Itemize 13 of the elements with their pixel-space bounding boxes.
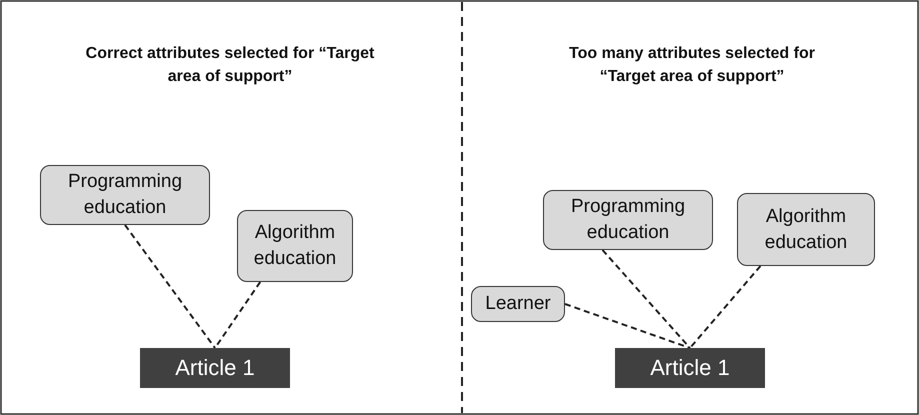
connector-line xyxy=(564,303,690,349)
attribute-box: Programming education xyxy=(40,165,210,225)
panel-heading: Correct attributes selected for “Target area of support” xyxy=(84,44,376,88)
article-box: Article 1 xyxy=(615,348,765,388)
attribute-box: Programming education xyxy=(543,190,713,250)
attribute-box: Algorithm education xyxy=(737,193,875,266)
panel-heading: Too many attributes selected for “Target area of support” xyxy=(568,44,816,88)
article-box: Article 1 xyxy=(140,348,290,388)
connector-line xyxy=(124,224,216,349)
connector-line xyxy=(689,265,762,349)
attribute-box: Algorithm education xyxy=(237,210,353,282)
connector-line xyxy=(602,249,691,349)
attribute-box: Learner xyxy=(471,286,565,322)
